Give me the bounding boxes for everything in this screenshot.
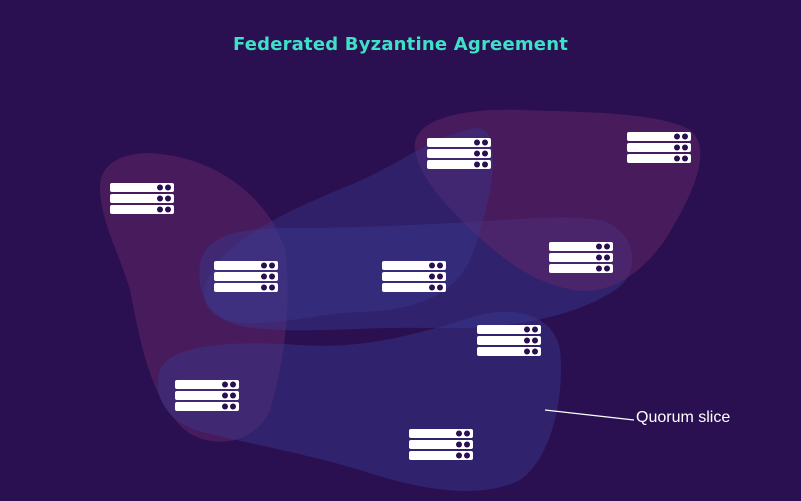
server-stack-icon	[627, 132, 691, 163]
diagram-title: Federated Byzantine Agreement	[232, 34, 569, 55]
server-stack-icon	[382, 261, 446, 292]
quorum-slice-left	[99, 153, 288, 442]
server-stack-icon	[409, 429, 473, 460]
quorum-slice-label: Quorum slice	[636, 409, 731, 426]
server-stack-icon	[214, 261, 278, 292]
server-stack-icon	[175, 380, 239, 411]
server-stack-icon	[110, 183, 174, 214]
server-stack-icon	[477, 325, 541, 356]
quorum-slices	[99, 109, 701, 491]
annotation-leader-line	[544, 409, 635, 421]
server-stack-icon	[549, 242, 613, 273]
server-stack-icon	[427, 138, 491, 169]
